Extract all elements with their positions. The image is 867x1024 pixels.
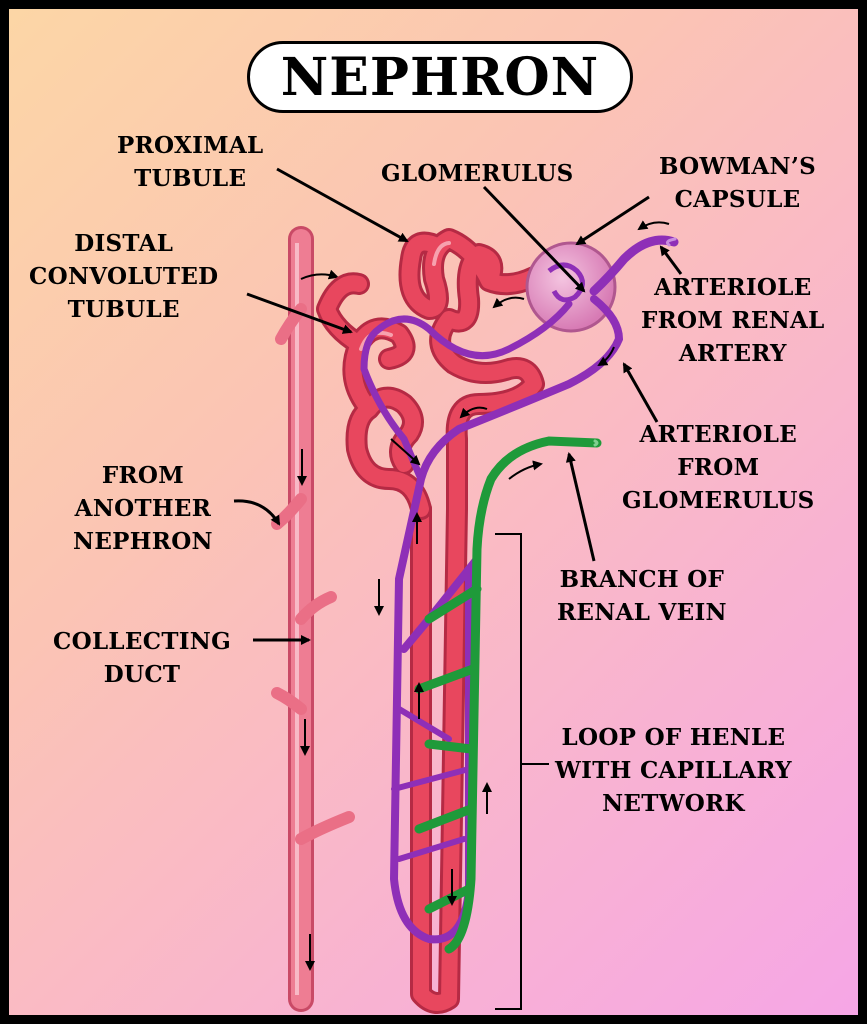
- renal-vein: [414, 436, 602, 954]
- label-leader-lines: [233, 167, 683, 645]
- label-proximal-tubule: PROXIMAL TUBULE: [117, 132, 264, 192]
- nephron-illustration: [233, 167, 683, 1014]
- label-arteriole-from-renal-artery: ARTERIOLE FROM RENAL ARTERY: [641, 274, 825, 367]
- label-collecting-duct: COLLECTING DUCT: [53, 628, 232, 688]
- label-from-another-nephron: FROM ANOTHER NEPHRON: [73, 462, 213, 555]
- convoluted-tubules: [316, 228, 545, 1014]
- label-branch-of-renal-vein: BRANCH OF RENAL VEIN: [557, 566, 727, 626]
- label-glomerulus: GLOMERULUS: [381, 160, 574, 187]
- title-banner: NEPHRON: [247, 41, 633, 113]
- page-title: NEPHRON: [280, 46, 600, 108]
- flow-arrows: [374, 220, 670, 906]
- label-arteriole-from-glomerulus: ARTERIOLE FROM GLOMERULUS: [622, 421, 815, 514]
- loop-of-henle-bracket: [495, 533, 549, 1010]
- label-bowmans-capsule: BOWMAN’S CAPSULE: [659, 153, 817, 213]
- arterioles: [360, 235, 679, 944]
- label-distal-convoluted-tubule: DISTAL CONVOLUTED TUBULE: [29, 230, 219, 323]
- collecting-duct: [271, 226, 355, 1012]
- label-loop-of-henle: LOOP OF HENLE WITH CAPILLARY NETWORK: [555, 724, 792, 817]
